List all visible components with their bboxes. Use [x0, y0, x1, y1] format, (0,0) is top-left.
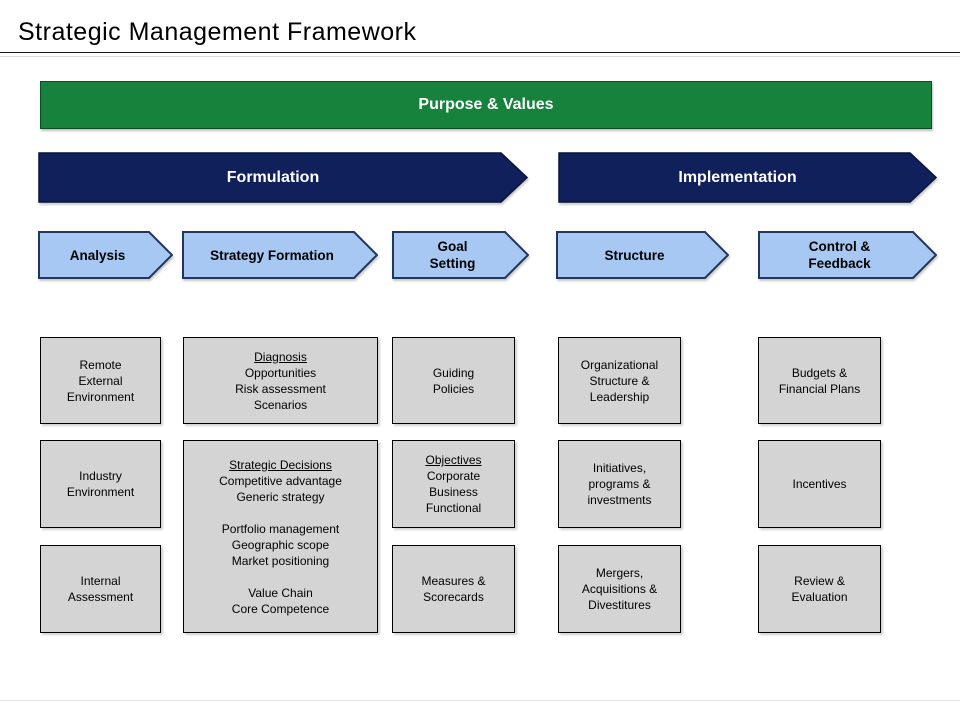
box-line: Financial Plans	[778, 381, 861, 396]
box-line: Functional	[425, 501, 482, 515]
bottom-rule	[0, 700, 960, 701]
formulation-arrow: Formulation	[38, 152, 528, 203]
box-mergers-acquisitions: Mergers, Acquisitions & Divestitures	[558, 545, 681, 633]
box-line: Review &	[794, 574, 845, 588]
implementation-label: Implementation	[678, 168, 797, 186]
box-line: Remote	[79, 357, 122, 372]
box-line: Risk assessment	[235, 381, 326, 396]
box-line: Mergers,	[595, 566, 644, 580]
arrow-shape	[758, 231, 937, 279]
arrow-shape	[392, 231, 529, 279]
box-line: Policies	[432, 381, 475, 396]
box-line: Leadership	[589, 389, 650, 404]
arrow-shape	[182, 231, 378, 279]
box-line: Generic strategy	[236, 489, 325, 504]
purpose-values-banner: Purpose & Values	[40, 81, 932, 129]
box-line: Environment	[66, 485, 135, 499]
arrow-shape	[558, 152, 937, 203]
box-line: Opportunities	[244, 365, 317, 380]
box-line: Internal	[80, 574, 121, 588]
box-line: Measures &	[421, 574, 486, 588]
box-line: Environment	[66, 389, 135, 404]
box-line: Scenarios	[253, 397, 308, 412]
box-line: External	[78, 373, 123, 388]
box-budgets-financial-plans: Budgets &Financial Plans	[758, 337, 881, 424]
title-rule	[0, 52, 960, 53]
box-line: Geographic scope	[231, 537, 330, 552]
box-line: Core Competence	[231, 601, 330, 616]
arrow-shape	[38, 152, 528, 203]
formulation-label: Formulation	[226, 168, 320, 186]
box-line: Corporate	[426, 469, 481, 483]
box-line: Industry	[79, 469, 122, 483]
box-line: Value Chain	[248, 585, 313, 600]
box-line: Objectives	[425, 453, 482, 467]
box-line: Acquisitions &	[581, 582, 658, 596]
box-line	[279, 505, 282, 521]
box-line: Evaluation	[791, 590, 848, 604]
box-line: programs &	[588, 477, 651, 491]
box-line: Portfolio management	[221, 521, 340, 536]
box-initiatives-programs: Initiatives, programs & investments	[558, 440, 681, 528]
strategy-formation-label: Strategy Formation	[210, 247, 334, 263]
box-line: Divestitures	[588, 598, 651, 612]
box-line: Organizational	[580, 357, 659, 372]
box-line: Assessment	[67, 590, 134, 604]
analysis-label: Analysis	[69, 247, 126, 263]
control-feedback-label: Control & Feedback	[808, 239, 871, 271]
box-line: Competitive advantage	[219, 473, 342, 488]
box-line: Initiatives,	[592, 461, 647, 475]
title-rule-shadow	[0, 56, 960, 57]
box-line: investments	[587, 493, 652, 507]
box-line: Structure &	[589, 373, 650, 388]
structure-arrow: Structure	[556, 231, 729, 279]
box-measures-scorecards: Measures & Scorecards	[392, 545, 515, 633]
strategy-formation-arrow: Strategy Formation	[182, 231, 378, 279]
implementation-arrow: Implementation	[558, 152, 937, 203]
goal-setting-arrow: Goal Setting	[392, 231, 529, 279]
box-review-evaluation: Review & Evaluation	[758, 545, 881, 633]
box-line: Guiding	[432, 365, 475, 380]
control-feedback-arrow: Control & Feedback	[758, 231, 937, 279]
goal-setting-label: Goal Setting	[429, 239, 476, 271]
arrow-shape	[556, 231, 729, 279]
box-line: Business	[429, 485, 478, 499]
box-line: Diagnosis	[254, 349, 307, 364]
box-line: Market positioning	[231, 553, 330, 568]
box-line	[279, 569, 282, 585]
arrow-shape	[38, 231, 173, 279]
box-line: Scorecards	[423, 590, 484, 604]
box-incentives: Incentives	[758, 440, 881, 528]
box-line: Budgets &	[791, 365, 848, 380]
box-line: Strategic Decisions	[229, 457, 332, 472]
analysis-arrow: Analysis	[38, 231, 173, 279]
box-line: Incentives	[792, 477, 847, 491]
purpose-values-label: Purpose & Values	[418, 96, 554, 113]
page-title: Strategic Management Framework	[18, 18, 417, 46]
structure-label: Structure	[604, 247, 665, 263]
